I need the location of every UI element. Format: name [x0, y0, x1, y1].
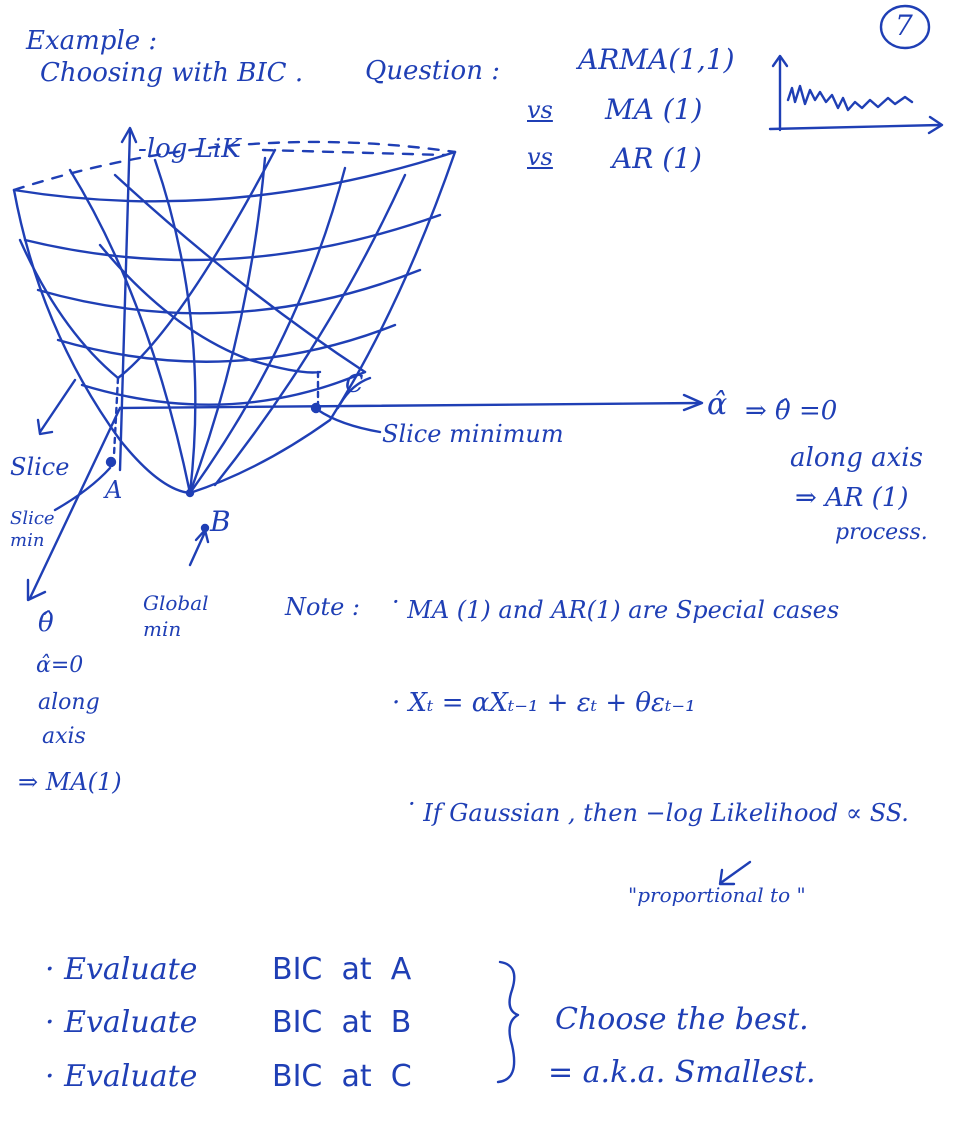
model-arma: ARMA(1,1): [578, 43, 735, 76]
slice-min-leader: [53, 466, 112, 512]
c-leader: [336, 376, 372, 410]
global-min-label: Global min: [143, 591, 209, 641]
model-ma: MA (1): [605, 93, 703, 126]
alpha-note-4: process.: [835, 520, 928, 545]
note-label: Note :: [285, 593, 361, 621]
model-ar: AR (1): [612, 142, 702, 175]
vs-2: vs: [527, 143, 553, 171]
slice-label: Slice: [10, 453, 70, 481]
slice-arrow: [36, 378, 77, 436]
slice-minimum-label: Slice minimum: [382, 420, 564, 448]
note-bullet-1-text: MA (1) and AR(1) are Special cases: [407, 596, 840, 624]
bic-b: BIC at B: [272, 1008, 411, 1038]
slice-minimum-leader: [316, 408, 382, 434]
neg-log-lik-label: -log LiK: [138, 134, 241, 164]
point-b-label: B: [210, 505, 231, 538]
aka-smallest: = a.k.a. Smallest.: [548, 1055, 816, 1090]
proportional-arrow: [718, 860, 752, 886]
bic-a-what: BIC: [272, 952, 323, 987]
point-a-label: A: [105, 476, 123, 504]
note-bullet-1: · MA (1) and AR(1) are Special cases: [392, 590, 867, 631]
title-line-1: Example :: [26, 26, 158, 56]
evaluate-verb-c: Evaluate: [64, 1059, 198, 1094]
title-line-2: Choosing with BIC .: [40, 58, 304, 88]
bic-a-at: at: [341, 952, 372, 987]
evaluate-verb-b: Evaluate: [64, 1005, 198, 1040]
page-number-circle: [879, 4, 931, 50]
alpha-axis: [118, 370, 704, 412]
point-b-dot: [185, 488, 195, 498]
bic-a-point: A: [390, 952, 412, 987]
global-min-arrow: [188, 528, 210, 567]
bic-b-what: BIC: [272, 1005, 323, 1040]
proportional-label: "proportional to ": [628, 883, 806, 907]
page-number: 7: [895, 9, 913, 42]
evaluate-row-c: · Evaluate: [45, 1059, 198, 1094]
bic-b-at: at: [341, 1005, 372, 1040]
theta-note-3: axis: [42, 724, 86, 749]
theta-axis: [26, 376, 122, 602]
theta-note-1: α̂=0: [36, 653, 84, 678]
alpha-note-2: along axis: [790, 443, 923, 473]
theta-hat-label: θ̂: [38, 608, 54, 638]
time-series-sketch: [768, 54, 944, 135]
theta-note-4: ⇒ MA(1): [18, 768, 122, 796]
bic-c-what: BIC: [272, 1059, 323, 1094]
note-bullet-3-text: If Gaussian , then −log Likelihood ∝ SS.: [423, 799, 909, 827]
neg-log-lik-axis: [118, 126, 447, 472]
question-label: Question :: [365, 56, 500, 86]
evaluate-row-b: · Evaluate: [45, 1005, 198, 1040]
evaluate-row-a: · Evaluate: [45, 952, 198, 987]
note-bullet-2: · Xₜ = αXₜ₋₁ + εₜ + θεₜ₋₁: [392, 688, 696, 718]
evaluate-brace: [496, 960, 520, 1084]
point-c-label: C: [345, 370, 364, 398]
vs-1: vs: [527, 96, 553, 124]
likelihood-surface: [12, 140, 457, 495]
bic-c: BIC at C: [272, 1062, 412, 1092]
alpha-note-3: ⇒ AR (1): [795, 483, 909, 513]
note-bullet-3: · If Gaussian , then −log Likelihood ∝ S…: [408, 792, 923, 835]
alpha-hat-label: α̂: [707, 387, 728, 422]
slice-min-label: Slice min: [10, 508, 55, 551]
alpha-note-1: ⇒ θ̂ =0: [745, 396, 838, 426]
theta-note-2: along: [38, 690, 100, 715]
choose-best: Choose the best.: [555, 1002, 809, 1037]
bic-b-point: B: [390, 1005, 412, 1040]
point-a-dot: [105, 456, 117, 468]
bic-c-at: at: [341, 1059, 372, 1094]
bic-c-point: C: [390, 1059, 412, 1094]
bic-a: BIC at A: [272, 955, 411, 985]
evaluate-verb-a: Evaluate: [64, 952, 198, 987]
note-bullet-2-text: Xₜ = αXₜ₋₁ + εₜ + θεₜ₋₁: [408, 688, 696, 718]
